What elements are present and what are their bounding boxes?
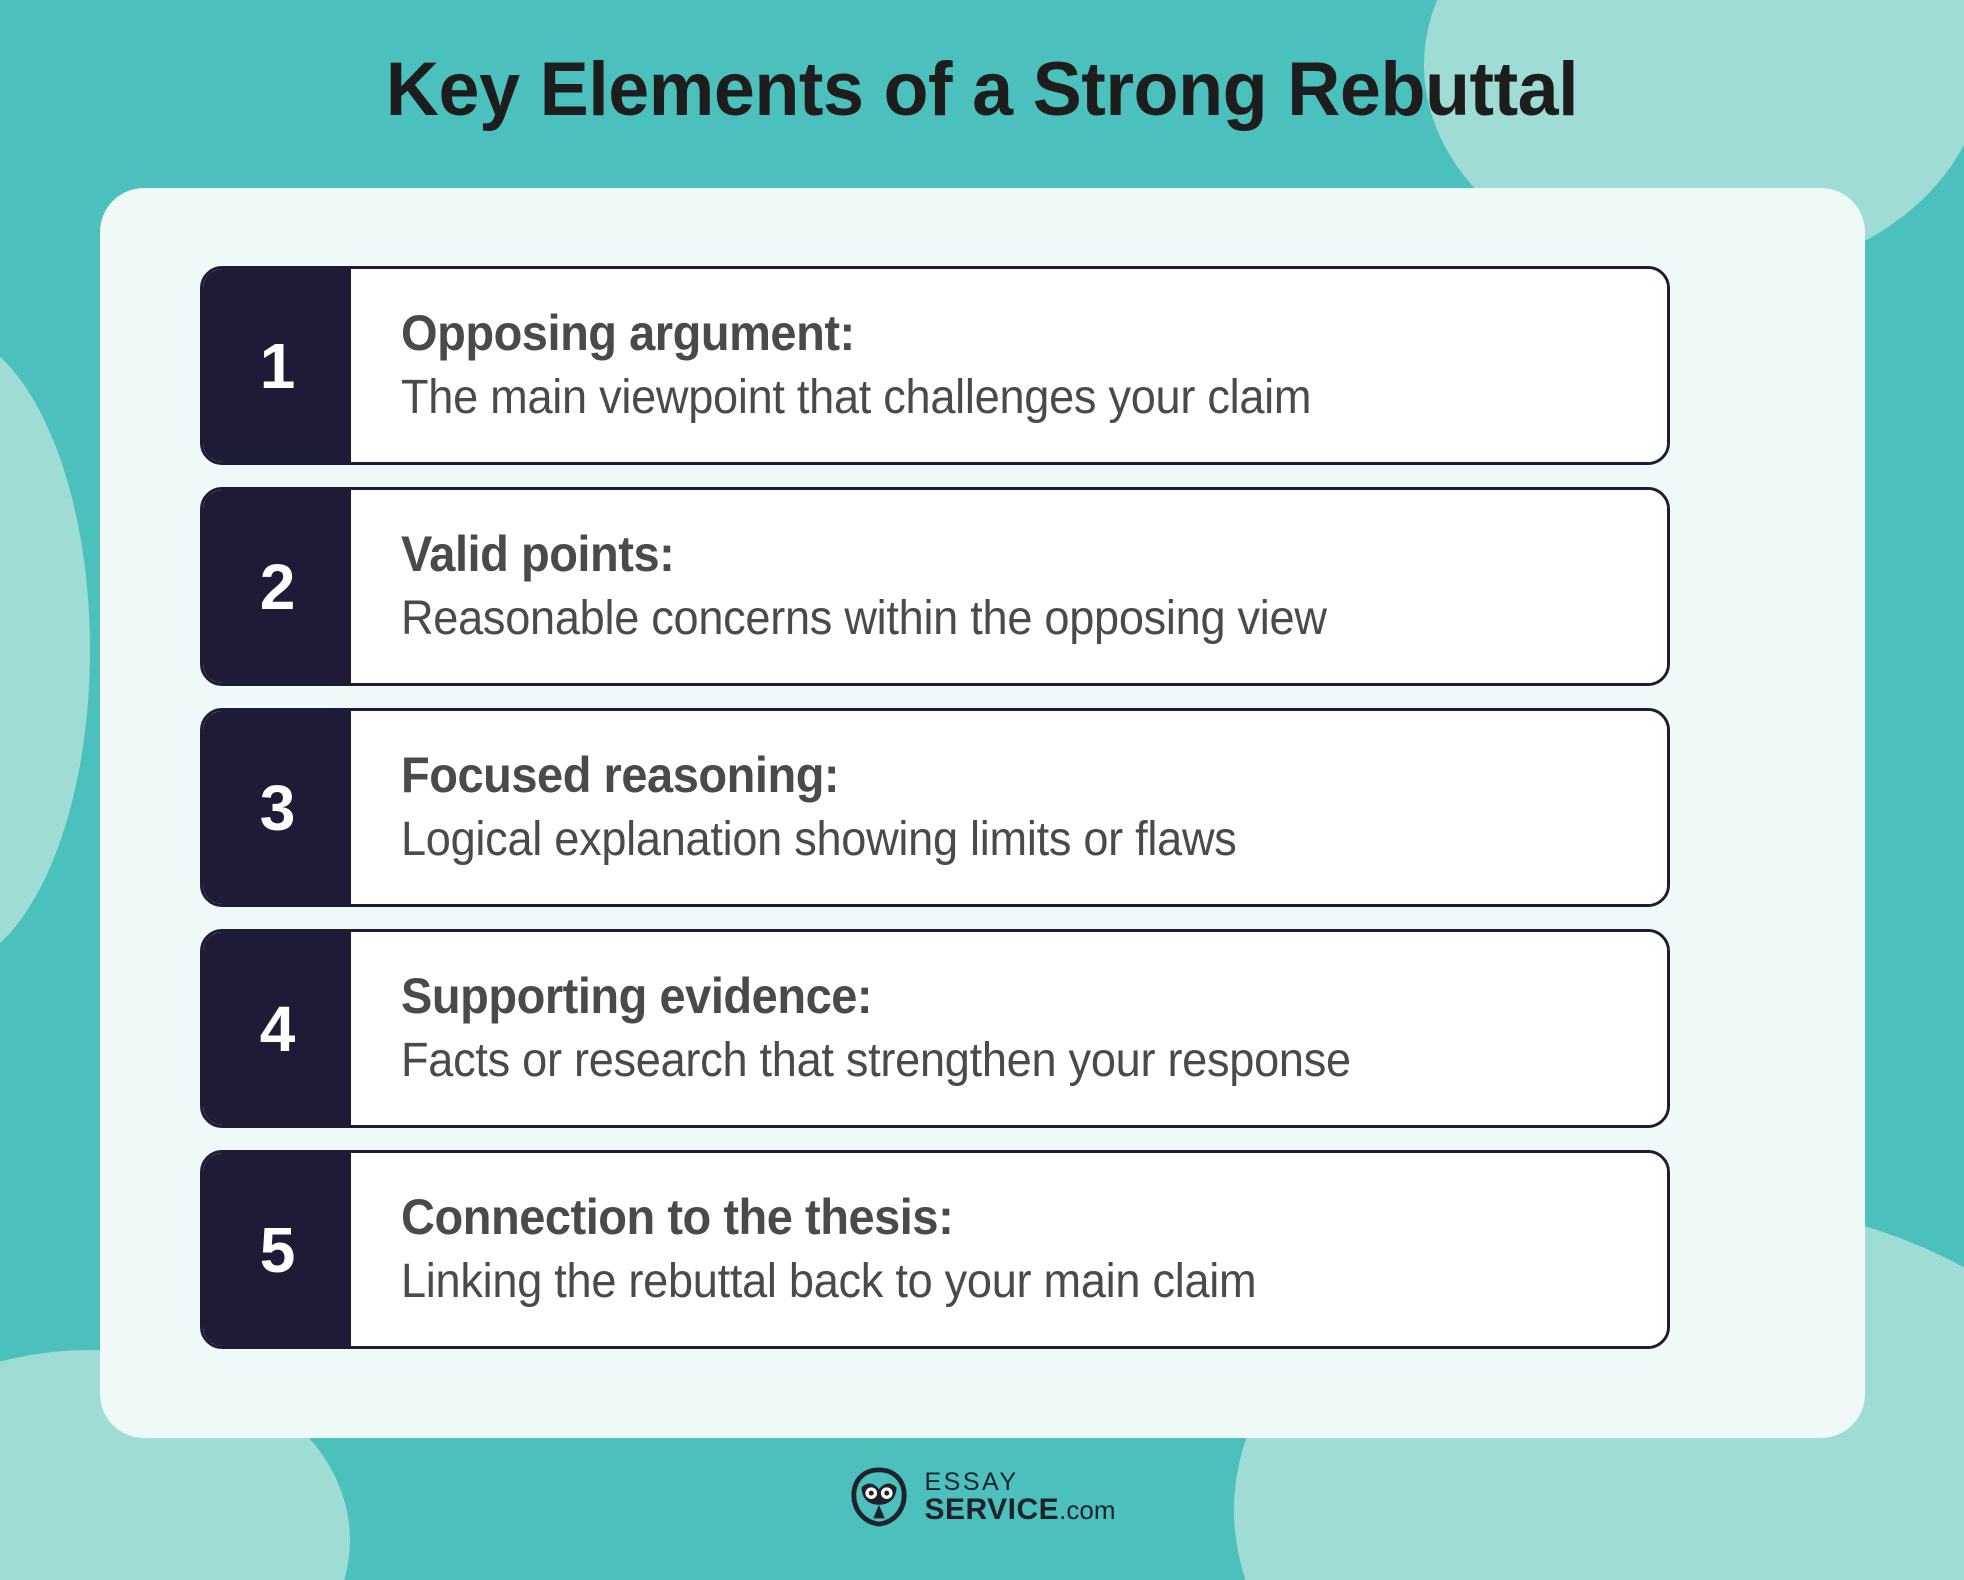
item-body: Focused reasoning: Logical explanation s… — [351, 711, 1667, 904]
item-number-badge: 4 — [203, 932, 351, 1125]
logo-wordmark: ESSAY SERVICE.com — [924, 1467, 1116, 1526]
item-body: Opposing argument: The main viewpoint th… — [351, 269, 1667, 462]
item-title: Focused reasoning: — [401, 747, 840, 804]
logo-line-essay: ESSAY — [924, 1467, 1019, 1496]
item-number-badge: 1 — [203, 269, 351, 462]
owl-icon — [848, 1466, 910, 1528]
item-title: Opposing argument: — [401, 305, 855, 362]
item-description: Linking the rebuttal back to your main c… — [401, 1255, 1257, 1309]
item-number-badge: 3 — [203, 711, 351, 904]
logo-line-service: SERVICE.com — [924, 1492, 1116, 1526]
content-panel: 1 Opposing argument: The main viewpoint … — [100, 188, 1865, 1438]
item-description: Reasonable concerns within the opposing … — [401, 592, 1327, 646]
list-item: 3 Focused reasoning: Logical explanation… — [200, 708, 1670, 907]
logo-service-text: SERVICE — [924, 1492, 1060, 1526]
item-description: The main viewpoint that challenges your … — [401, 371, 1312, 425]
footer-logo: ESSAY SERVICE.com — [0, 1466, 1964, 1528]
item-body: Valid points: Reasonable concerns within… — [351, 490, 1667, 683]
item-title: Supporting evidence: — [401, 968, 873, 1025]
list-item: 5 Connection to the thesis: Linking the … — [200, 1150, 1670, 1349]
item-description: Logical explanation showing limits or fl… — [401, 813, 1237, 867]
logo-dotcom-text: .com — [1059, 1494, 1116, 1525]
list-item: 4 Supporting evidence: Facts or research… — [200, 929, 1670, 1128]
item-description: Facts or research that strengthen your r… — [401, 1034, 1351, 1088]
item-body: Connection to the thesis: Linking the re… — [351, 1153, 1667, 1346]
item-title: Valid points: — [401, 526, 675, 583]
decorative-blob-middle-left — [0, 330, 90, 970]
item-number-badge: 2 — [203, 490, 351, 683]
elements-list: 1 Opposing argument: The main viewpoint … — [200, 266, 1670, 1349]
page-title: Key Elements of a Strong Rebuttal — [385, 47, 1579, 132]
item-body: Supporting evidence: Facts or research t… — [351, 932, 1667, 1125]
list-item: 1 Opposing argument: The main viewpoint … — [200, 266, 1670, 465]
list-item: 2 Valid points: Reasonable concerns with… — [200, 487, 1670, 686]
item-title: Connection to the thesis: — [401, 1189, 954, 1246]
item-number-badge: 5 — [203, 1153, 351, 1346]
